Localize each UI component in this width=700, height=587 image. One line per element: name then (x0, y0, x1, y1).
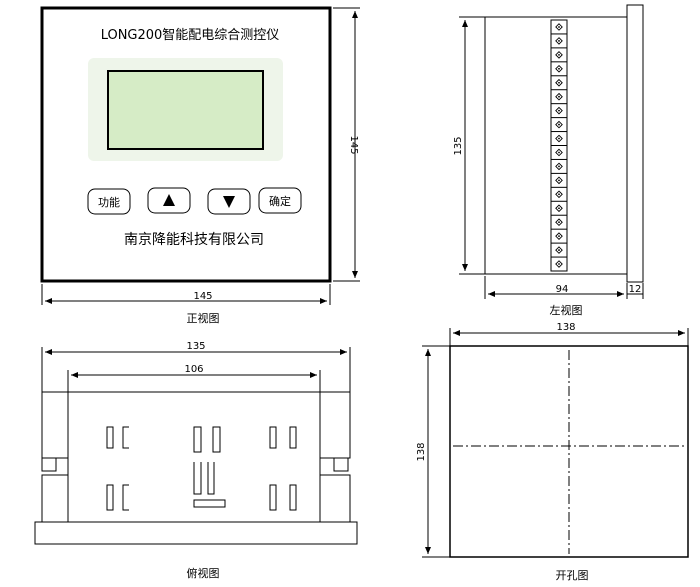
terminal-screw (551, 61, 567, 73)
terminal-screw (551, 200, 567, 213)
terminal-screw (551, 186, 567, 199)
terminal-block (550, 19, 568, 272)
side-view: 135 94 12 左视图 (453, 4, 644, 317)
front-view: LONG200智能配电综合测控仪 功能 确定 南京降能科技有限公司 145 1 (40, 6, 360, 325)
function-button[interactable]: 功能 (87, 188, 131, 215)
down-button[interactable] (207, 188, 251, 215)
top-outer-dim: 135 (186, 341, 205, 352)
confirm-button-label: 确定 (269, 194, 291, 208)
side-flange (626, 4, 644, 283)
side-height-dim: 135 (453, 136, 464, 155)
side-flange-dim: 12 (629, 284, 642, 295)
terminal-screw (551, 158, 567, 171)
front-height-dim: 145 (348, 135, 359, 154)
terminal-screw (551, 172, 567, 185)
terminal-screw (551, 103, 567, 115)
terminal-screw (551, 145, 567, 157)
terminal-screw (551, 33, 567, 45)
terminal-screw (551, 131, 567, 143)
terminal-screw (551, 19, 567, 31)
top-clip-right (333, 457, 349, 472)
terminal-screw (551, 242, 567, 254)
confirm-button[interactable]: 确定 (258, 187, 302, 214)
up-button[interactable] (147, 187, 191, 214)
side-depth-dim: 94 (556, 284, 569, 295)
top-view-caption: 俯视图 (187, 566, 220, 580)
top-inner-dim: 106 (184, 364, 203, 375)
terminal-screw (551, 47, 567, 59)
cutout-height-dim: 138 (416, 442, 427, 461)
vent-slots (106, 426, 297, 511)
terminal-screw (551, 256, 567, 268)
cutout-view-caption: 开孔图 (556, 569, 589, 582)
top-front-flange (34, 521, 358, 545)
top-clip-left (41, 457, 57, 472)
device-title: LONG200智能配电综合测控仪 (101, 28, 280, 43)
function-button-label: 功能 (98, 195, 120, 209)
front-width-dim: 145 (193, 291, 212, 302)
cutout-width-dim: 138 (556, 322, 575, 333)
triangle-down-icon (223, 196, 235, 208)
side-view-caption: 左视图 (550, 303, 583, 317)
terminal-screw (551, 228, 567, 240)
terminal-screw (551, 75, 567, 87)
terminal-screw (551, 214, 567, 227)
cutout-view: 138 138 (416, 322, 689, 558)
lcd-screen (107, 70, 264, 150)
triangle-up-icon (163, 194, 175, 206)
top-view: 135 106 (34, 341, 358, 545)
front-view-caption: 正视图 (187, 311, 220, 325)
terminal-screw (551, 117, 567, 129)
company-name: 南京降能科技有限公司 (124, 232, 264, 248)
terminal-screw (551, 89, 567, 101)
